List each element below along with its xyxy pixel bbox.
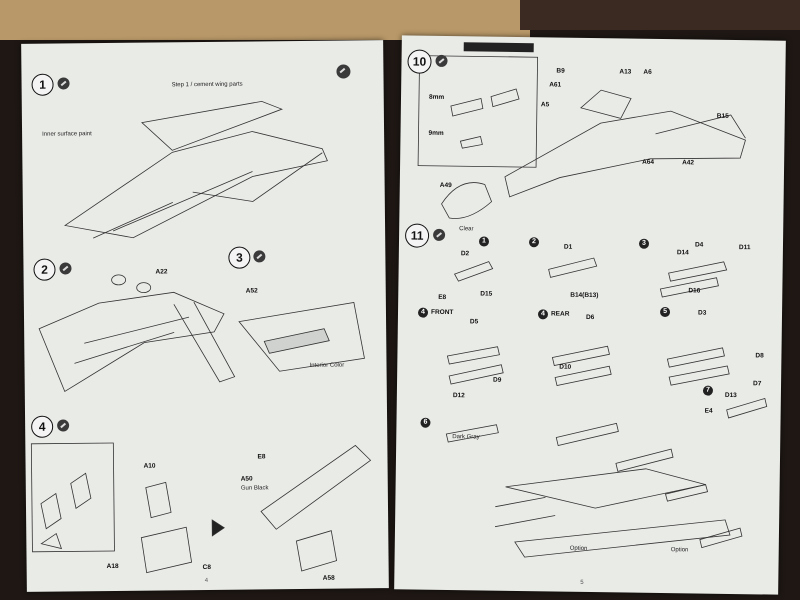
right-page: 10 B9 A13 A6 A61 A5 B15 A64 A42 A49 8mm … (394, 35, 786, 595)
part-label-a50: A50 (240, 475, 253, 483)
underside-fuselage-drawing (505, 468, 706, 509)
page-number: 5 (580, 579, 584, 586)
part-label-a22: A22 (155, 268, 168, 276)
part-label-e4: E4 (704, 407, 713, 415)
size-label-8mm: 8mm (428, 93, 445, 101)
cement-icon (59, 262, 72, 275)
part-label-d11: D11 (738, 244, 751, 252)
part-label-d10: D10 (559, 363, 572, 371)
cement-icon (435, 54, 448, 67)
part-label-d13: D13 (724, 391, 737, 400)
substep-4b: 4 (537, 309, 549, 320)
part-label-d16: D16 (688, 287, 701, 295)
part-label-d15: D15 (480, 290, 493, 298)
fuselage-drawing-2 (38, 291, 225, 393)
option-note-1: Option (569, 545, 588, 552)
canopy-drawing (441, 182, 493, 219)
part-label-a10: A10 (143, 462, 156, 470)
part-label-d6: D6 (585, 313, 595, 322)
canopy-note: Clear (459, 226, 474, 233)
part-label-a5: A5 (540, 101, 550, 109)
cardboard-box (0, 0, 530, 40)
paint-icon (253, 250, 266, 263)
part-label-d1: D1 (563, 243, 573, 251)
part-label-a13: A13 (619, 68, 632, 76)
part-label-a49: A49 (439, 181, 452, 190)
substep-7: 7 (702, 385, 714, 396)
header-banner (463, 42, 534, 53)
step-number-4: 4 (31, 415, 54, 438)
page-number: 4 (204, 577, 209, 585)
right-page-drawings (417, 55, 768, 558)
size-label-9mm: 9mm (428, 129, 444, 137)
left-page: 1 Step 1 / cement wing parts Inner surfa… (21, 40, 389, 592)
gun-black-note: Gun Black (240, 485, 269, 492)
cockpit-tub-drawing (238, 301, 365, 372)
tail-fin-1 (141, 100, 283, 151)
part-label-d9: D9 (493, 376, 502, 384)
part-label-d5: D5 (469, 318, 479, 326)
part-label-d4: D4 (694, 241, 704, 249)
part-label-d2: D2 (460, 250, 470, 258)
part-label-d14: D14 (676, 249, 689, 257)
part-label-b9: B9 (556, 67, 565, 75)
left-page-drawings (30, 100, 372, 574)
step-number-2: 2 (33, 258, 56, 281)
part-label-d8: D8 (755, 352, 764, 360)
part-label-a18: A18 (106, 562, 119, 571)
part-label-a6: A6 (643, 68, 652, 76)
part-label-a52: A52 (245, 287, 258, 295)
fuselage-drawing-10 (504, 110, 746, 198)
part-label-b15: B15 (716, 112, 729, 120)
part-label-b14: B14(B13) (570, 291, 599, 300)
substep-3: 3 (638, 238, 650, 249)
substep-6: 6 (420, 417, 431, 428)
substep-2: 2 (528, 237, 540, 248)
substep-1: 1 (478, 236, 490, 247)
substep-4a: 4 (417, 307, 429, 318)
part-label-a61: A61 (549, 81, 562, 89)
part-label-d12: D12 (452, 392, 465, 400)
step-number-3: 3 (228, 246, 251, 269)
dark-gray-note: Dark Gray (452, 434, 480, 441)
substep-5: 5 (659, 306, 671, 318)
option-note-2: Option (670, 547, 689, 554)
interior-color-note: Interior Color (309, 362, 345, 369)
fuselage-drawing-1 (64, 131, 328, 239)
step1-note-mid: Inner surface paint (42, 131, 92, 138)
seat-inset-box (30, 442, 115, 553)
part-label-a64: A64 (642, 158, 655, 166)
paint-icon (57, 419, 70, 432)
table-background (520, 0, 800, 30)
rear-label: REAR (550, 310, 570, 318)
part-label-c8: C8 (202, 563, 211, 572)
part-label-e8: E8 (438, 293, 447, 301)
part-label-d3: D3 (697, 309, 707, 317)
step1-note-top: Step 1 / cement wing parts (171, 81, 243, 89)
part-label-a58: A58 (322, 574, 335, 582)
step-number-1: 1 (31, 73, 54, 96)
paint-icon (336, 64, 351, 79)
front-label: FRONT (430, 308, 454, 317)
part-label-a42: A42 (682, 159, 695, 167)
part-label-e8: E8 (257, 453, 266, 461)
cement-icon (57, 77, 70, 90)
photo-etched-inset (417, 55, 538, 168)
part-label-d7: D7 (753, 380, 762, 388)
cockpit-side-drawing (260, 444, 372, 530)
